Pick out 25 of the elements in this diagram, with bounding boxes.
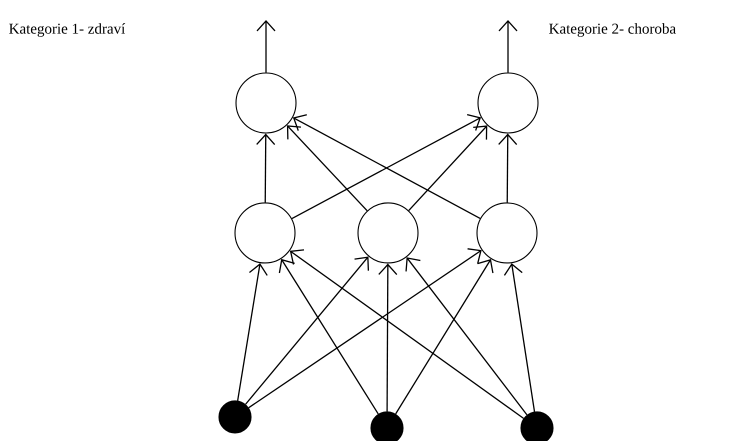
arrow bbox=[504, 263, 536, 412]
arrow bbox=[378, 264, 398, 412]
arrow bbox=[245, 256, 370, 405]
category-label: Kategorie 2- choroba bbox=[549, 23, 676, 37]
neuron-circle bbox=[357, 202, 419, 264]
arrow bbox=[498, 134, 518, 202]
arrow bbox=[405, 257, 528, 416]
input-neuron bbox=[370, 411, 404, 441]
arrow bbox=[256, 20, 276, 72]
arrow bbox=[256, 134, 276, 202]
arrow bbox=[290, 249, 524, 419]
neuron-circle bbox=[235, 72, 297, 134]
arrow bbox=[408, 125, 488, 211]
neuron-circle bbox=[476, 202, 538, 264]
neuron-circle bbox=[234, 202, 296, 264]
arrow bbox=[498, 20, 518, 72]
input-neuron bbox=[218, 400, 252, 434]
arrow bbox=[278, 258, 379, 414]
neuron-circle bbox=[477, 72, 539, 134]
category-label: Kategorie 1- zdraví bbox=[9, 23, 126, 37]
arrow bbox=[395, 259, 494, 414]
arrow bbox=[248, 248, 482, 408]
arrow bbox=[286, 125, 368, 212]
arrow bbox=[237, 263, 268, 401]
input-neuron bbox=[520, 411, 554, 441]
